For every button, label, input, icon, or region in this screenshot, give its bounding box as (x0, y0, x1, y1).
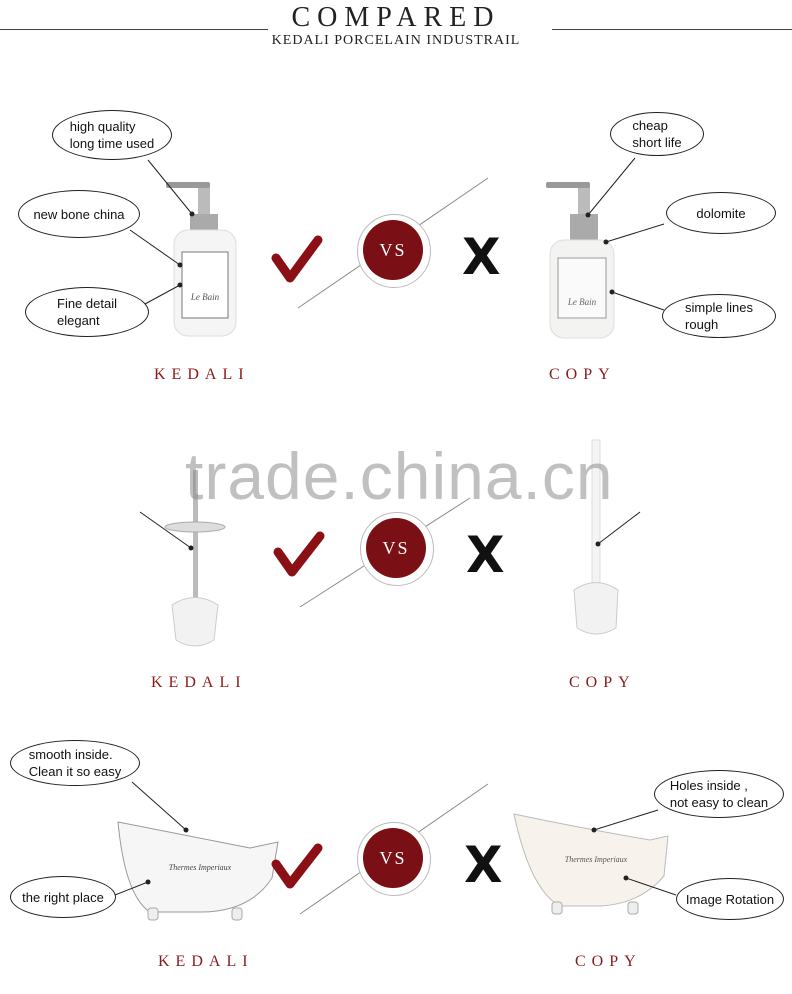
kedali-bathtub-holder: Thermes Imperiaux (117, 821, 279, 921)
vs-badge: VS (366, 518, 426, 578)
callout-right-place: the right place (10, 876, 116, 918)
callout-holes-inside: Holes inside , not easy to clean (654, 770, 784, 818)
callout-cheap: cheap short life (610, 112, 704, 156)
vs-badge: VS (363, 220, 423, 280)
x-mark-icon: X (466, 526, 505, 584)
callout-simple-lines: simple lines rough (662, 294, 776, 338)
label-kedali: KEDALI (154, 366, 250, 383)
label-copy: COPY (569, 674, 636, 691)
svg-text:Thermes Imperiaux: Thermes Imperiaux (565, 855, 628, 864)
vs-badge: VS (363, 828, 423, 888)
callout-new-bone-china: new bone china (18, 190, 140, 238)
svg-text:Le Bain: Le Bain (567, 297, 597, 307)
check-icon (271, 843, 323, 889)
kedali-toilet-brush (164, 470, 226, 647)
check-icon (273, 531, 325, 577)
svg-text:Thermes Imperiaux: Thermes Imperiaux (169, 863, 232, 872)
header-line-left (0, 29, 268, 30)
page-title: COMPARED (291, 2, 501, 33)
check-icon (271, 235, 323, 283)
header-line-right (552, 29, 792, 30)
x-mark-icon: X (464, 836, 503, 894)
page-subtitle: KEDALI PORCELAIN INDUSTRAIL (271, 33, 521, 48)
label-copy: COPY (549, 366, 616, 383)
copy-bathtub-holder: Thermes Imperiaux (513, 813, 669, 915)
svg-text:Le Bain: Le Bain (190, 292, 220, 302)
callout-high-quality: high quality long time used (52, 110, 172, 160)
label-kedali: KEDALI (151, 674, 247, 691)
watermark: trade.china.cn (185, 439, 614, 513)
copy-soap-dispenser: Le Bain (546, 182, 615, 339)
label-kedali: KEDALI (158, 953, 254, 970)
callout-dolomite: dolomite (666, 192, 776, 234)
copy-toilet-brush (573, 439, 619, 635)
callout-fine-detail: Fine detail elegant (25, 287, 149, 337)
kedali-soap-dispenser: Le Bain (166, 182, 237, 337)
label-copy: COPY (575, 953, 642, 970)
callout-smooth-inside: smooth inside. Clean it so easy (10, 740, 140, 786)
x-mark-icon: X (462, 228, 501, 286)
callout-image-rotation: Image Rotation (676, 878, 784, 920)
